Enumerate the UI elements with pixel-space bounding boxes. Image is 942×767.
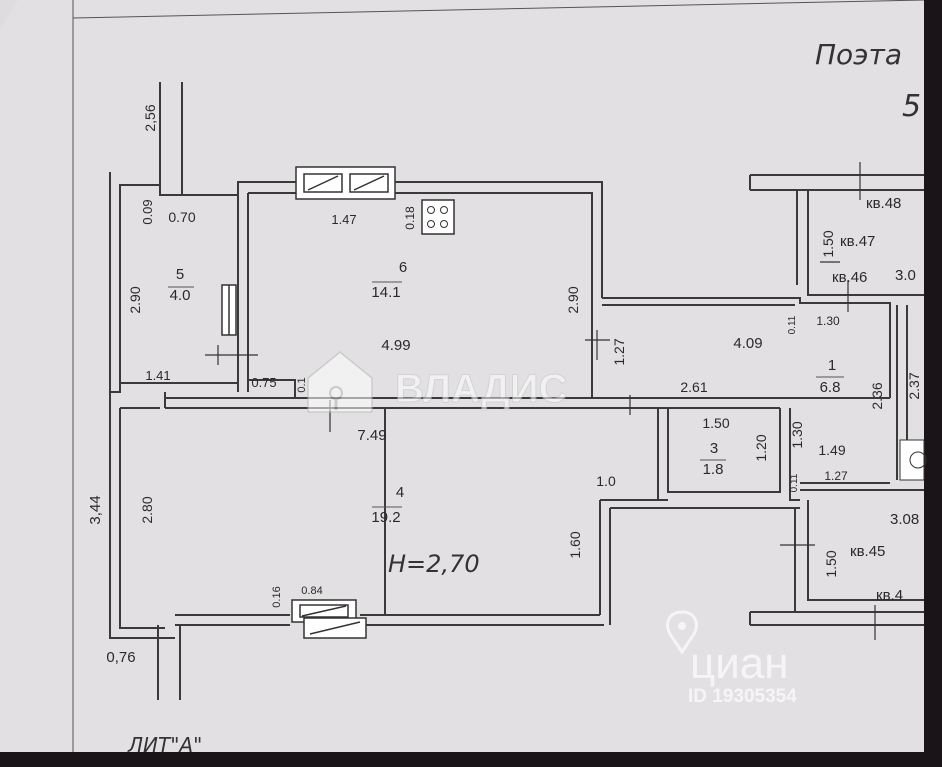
- header-street: Поэта: [815, 38, 902, 71]
- dimension-label: 1.20: [753, 434, 769, 461]
- dimension-label: 0.84: [301, 585, 322, 597]
- room-6-number: 6: [399, 259, 407, 276]
- vladis-watermark: ВЛАДИС: [307, 351, 568, 413]
- house-logo-icon: [307, 351, 373, 413]
- dimension-label: 1.60: [567, 531, 583, 558]
- neighbor-46: кв.46: [832, 269, 867, 286]
- dimension-label: 2.80: [139, 496, 155, 523]
- room-6-area: 14.1: [371, 284, 400, 301]
- room-5-area: 4.0: [170, 287, 191, 304]
- header-number: 5: [902, 89, 921, 124]
- dimension-label: 1.27: [611, 338, 627, 365]
- dimension-label: 2.37: [906, 372, 922, 399]
- room-4-number: 4: [396, 484, 404, 501]
- litera-label: ЛИТ"А": [127, 733, 202, 757]
- dimension-label: 1.49: [818, 442, 845, 458]
- room-3-number: 3: [710, 440, 718, 457]
- dimension-label: 2.61: [680, 379, 707, 395]
- dimension-label: 1.27: [824, 469, 848, 483]
- dimension-labels: 2,56 0.09 0.70 1.47 0.18 2.90 2.90 4.99 …: [87, 104, 922, 666]
- dimension-label: 2.90: [565, 286, 581, 313]
- dimension-label: 4.09: [733, 335, 762, 352]
- cian-watermark: циан ID 19305354: [666, 610, 797, 707]
- room-1-area: 6.8: [820, 379, 841, 396]
- room-3-area: 1.8: [703, 461, 724, 478]
- dimension-label: 0,76: [106, 649, 135, 666]
- cian-id-text: ID 19305354: [688, 686, 797, 707]
- dimension-label: 2.36: [869, 382, 885, 409]
- location-pin-icon: [666, 610, 698, 655]
- dimension-label: 3,44: [87, 495, 104, 524]
- room-4-area: 19.2: [371, 509, 400, 526]
- dimension-label: 7.49: [357, 427, 386, 444]
- dimension-label: 1.0: [596, 473, 616, 489]
- washbasin-icon: [899, 439, 927, 481]
- dimension-label: 0.16: [271, 586, 283, 607]
- walls: [109, 82, 924, 700]
- dimension-label: 2,56: [142, 104, 158, 131]
- dimension-label: 0.70: [168, 209, 195, 225]
- neighbor-4x: кв.4: [876, 587, 903, 604]
- dimension-label: 1.30: [816, 314, 840, 328]
- ceiling-height-label: H=2,70: [388, 550, 480, 578]
- dimension-label: 0.75: [251, 375, 276, 390]
- dimension-label: 0.1: [296, 377, 308, 392]
- dimension-label: 0.09: [140, 199, 155, 224]
- windows: [221, 166, 396, 639]
- room-labels: 6 14.1 5 4.0 4 19.2 3 1.8 1 6.8: [168, 259, 844, 526]
- neighbor-47: кв.47: [840, 233, 875, 250]
- dimension-label: 1.50: [820, 230, 836, 257]
- dimension-label: 0.11: [789, 473, 800, 492]
- dimension-label: 4.99: [381, 337, 410, 354]
- dimension-label: 1.30: [789, 421, 805, 448]
- cian-brand-text: циан: [690, 639, 789, 688]
- paper-sheet: [0, 0, 925, 752]
- neighbor-48: кв.48: [866, 195, 901, 212]
- dimension-label: 0.11: [787, 315, 798, 334]
- room-1-number: 1: [828, 357, 836, 374]
- dimension-label: 3.0: [895, 267, 916, 284]
- room-5-number: 5: [176, 266, 184, 283]
- vladis-brand-text: ВЛАДИС: [395, 367, 567, 411]
- stove-icon: [421, 199, 455, 235]
- dimension-label: 0.18: [403, 206, 417, 230]
- dimension-label: 3.08: [890, 511, 919, 528]
- dimension-label: 1.47: [331, 212, 356, 227]
- dimension-label: 1.50: [702, 415, 729, 431]
- neighbor-45: кв.45: [850, 543, 885, 560]
- dimension-label: 1.41: [145, 368, 170, 383]
- dimension-label: 1.50: [823, 550, 839, 577]
- dimension-label: 2.90: [127, 286, 143, 313]
- neighbor-labels: кв.48 кв.47 кв.46 кв.45 кв.4: [832, 195, 903, 604]
